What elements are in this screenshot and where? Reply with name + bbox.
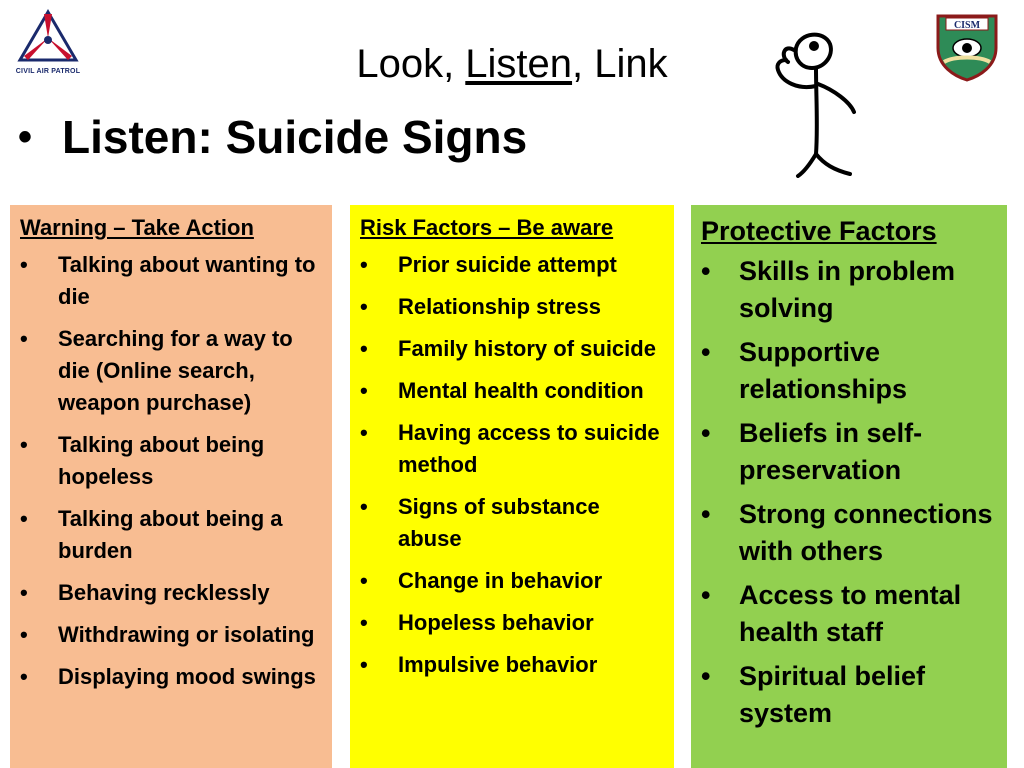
list-item: •Searching for a way to die (Online sear… xyxy=(20,326,293,415)
list-item: •Beliefs in self-preservation xyxy=(701,418,923,485)
list-item: •Impulsive behavior xyxy=(360,652,598,677)
risk-factors-list: •Prior suicide attempt •Relationship str… xyxy=(360,249,664,681)
list-item: •Mental health condition xyxy=(360,378,644,403)
list-item: •Strong connections with others xyxy=(701,499,993,566)
list-item: •Skills in problem solving xyxy=(701,256,956,323)
list-item: •Talking about wanting to die xyxy=(20,252,316,309)
warning-column-title: Warning – Take Action xyxy=(20,215,254,240)
heading-text: Listen: Suicide Signs xyxy=(62,111,528,163)
listening-stick-figure-icon xyxy=(758,26,888,178)
list-item: •Family history of suicide xyxy=(360,336,656,361)
protective-factors-list: •Skills in problem solving •Supportive r… xyxy=(701,253,997,732)
list-item: •Relationship stress xyxy=(360,294,601,319)
list-item: •Prior suicide attempt xyxy=(360,252,617,277)
logo-text: CIVIL AIR PATROL xyxy=(15,68,81,75)
list-item: •Behaving recklessly xyxy=(20,580,270,605)
list-item: •Talking about being hopeless xyxy=(20,432,265,489)
svg-text:CISM: CISM xyxy=(954,20,981,31)
list-item: •Change in behavior xyxy=(360,568,603,593)
risk-factors-column: Risk Factors – Be aware •Prior suicide a… xyxy=(350,205,674,768)
heading-bullet: • xyxy=(18,115,33,159)
list-item: •Supportive relationships xyxy=(701,337,908,404)
cism-logo: CISM xyxy=(932,10,1002,82)
risk-factors-column-title: Risk Factors – Be aware xyxy=(360,215,614,240)
civil-air-patrol-logo: CIVIL AIR PATROL xyxy=(14,8,82,80)
list-item: •Access to mental health staff xyxy=(701,580,962,647)
warning-column: Warning – Take Action •Talking about wan… xyxy=(10,205,332,768)
list-item: •Withdrawing or isolating xyxy=(20,622,315,647)
list-item: •Having access to suicide method xyxy=(360,420,660,477)
list-item: •Hopeless behavior xyxy=(360,610,594,635)
list-item: •Signs of substance abuse xyxy=(360,494,600,551)
list-item: •Talking about being a burden xyxy=(20,506,283,563)
slide-heading: • Listen: Suicide Signs xyxy=(18,108,527,166)
warning-list: •Talking about wanting to die •Searching… xyxy=(20,249,322,693)
list-item: •Spiritual belief system xyxy=(701,661,926,728)
protective-factors-column: Protective Factors •Skills in problem so… xyxy=(691,205,1007,768)
protective-factors-column-title: Protective Factors xyxy=(701,216,937,246)
list-item: •Displaying mood swings xyxy=(20,664,316,689)
page-title: Look, Listen, Link xyxy=(356,42,668,86)
